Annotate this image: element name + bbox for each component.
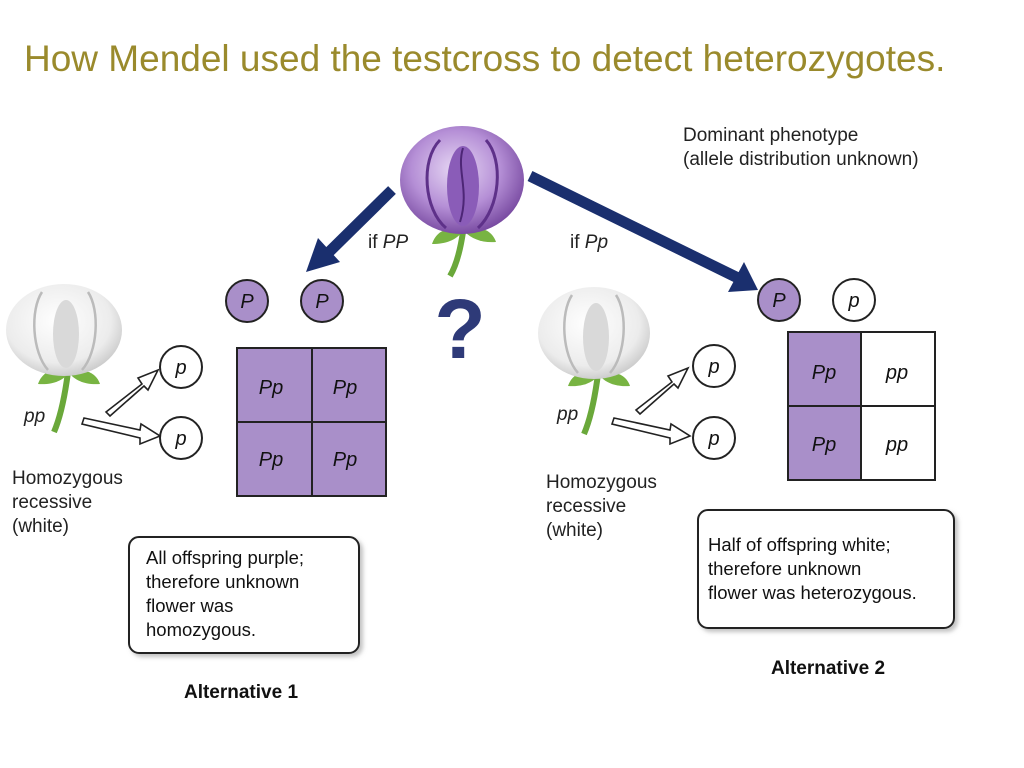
gamete-top-2-alt2: p (832, 278, 876, 322)
alternative-1-label: Alternative 1 (184, 682, 298, 703)
svg-text:P: P (315, 291, 329, 313)
recessive-genotype-left: pp (23, 406, 45, 427)
svg-text:All offspring purple;: All offspring purple; (146, 547, 304, 568)
punnett-square-alt1: Pp Pp Pp Pp (236, 347, 387, 497)
punnett-cell: Pp (812, 434, 836, 456)
punnett-cell: pp (885, 362, 908, 384)
svg-text:Half of offspring white;: Half of offspring white; (708, 534, 891, 555)
page-title: How Mendel used the testcross to detect … (24, 38, 946, 79)
white-flower-icon (6, 284, 122, 434)
punnett-cell: Pp (259, 449, 283, 471)
svg-text:P: P (772, 290, 786, 312)
gamete-side-1-alt2: p (692, 344, 736, 388)
gamete-arrow-left-top (104, 368, 160, 418)
punnett-cell: pp (885, 434, 908, 456)
branch-arrow-right (527, 171, 758, 292)
purple-flower-icon (400, 126, 524, 278)
svg-text:p: p (707, 428, 719, 450)
svg-text:p: p (707, 356, 719, 378)
recessive-desc-right-1: Homozygous (546, 472, 657, 493)
svg-text:p: p (847, 290, 859, 312)
punnett-cell: Pp (333, 449, 357, 471)
svg-text:therefore unknown: therefore unknown (708, 558, 861, 579)
recessive-desc-left-2: recessive (12, 492, 92, 513)
punnett-cell: Pp (812, 362, 836, 384)
gamete-arrow-right-top (634, 366, 690, 416)
punnett-cell: Pp (259, 377, 283, 399)
question-mark: ? (434, 282, 485, 376)
gamete-arrow-left-bottom (80, 417, 162, 446)
branch-right-label: if Pp (570, 232, 608, 253)
white-flower-icon (538, 287, 650, 436)
recessive-desc-right-2: recessive (546, 496, 626, 517)
gamete-side-2-alt1: p (159, 416, 203, 460)
allele-distribution-label: (allele distribution unknown) (683, 149, 919, 170)
gamete-top-2-alt1: P (300, 279, 344, 323)
conclusion-box-alt2: Half of offspring white; therefore unkno… (697, 509, 955, 629)
punnett-square-alt2: Pp pp Pp pp (787, 331, 936, 481)
svg-text:flower was: flower was (146, 595, 233, 616)
gamete-top-1-alt2: P (757, 278, 801, 322)
alternative-2-label: Alternative 2 (771, 658, 885, 679)
recessive-genotype-right: pp (556, 404, 578, 425)
dominant-phenotype-label: Dominant phenotype (683, 125, 858, 146)
branch-arrow-left (306, 186, 396, 272)
gamete-side-2-alt2: p (692, 416, 736, 460)
svg-text:p: p (174, 357, 186, 379)
gamete-arrow-right-bottom (610, 417, 692, 446)
svg-text:homozygous.: homozygous. (146, 619, 256, 640)
svg-text:therefore unknown: therefore unknown (146, 571, 299, 592)
recessive-desc-left-3: (white) (12, 516, 69, 537)
punnett-cell: Pp (333, 377, 357, 399)
recessive-desc-right-3: (white) (546, 520, 603, 541)
svg-text:P: P (240, 291, 254, 313)
gamete-side-1-alt1: p (159, 345, 203, 389)
conclusion-box-alt1: All offspring purple; therefore unknown … (128, 536, 360, 654)
gamete-top-1-alt1: P (225, 279, 269, 323)
svg-text:flower was heterozygous.: flower was heterozygous. (708, 582, 917, 603)
svg-text:p: p (174, 428, 186, 450)
branch-left-label: if PP (368, 232, 408, 253)
recessive-desc-left-1: Homozygous (12, 468, 123, 489)
